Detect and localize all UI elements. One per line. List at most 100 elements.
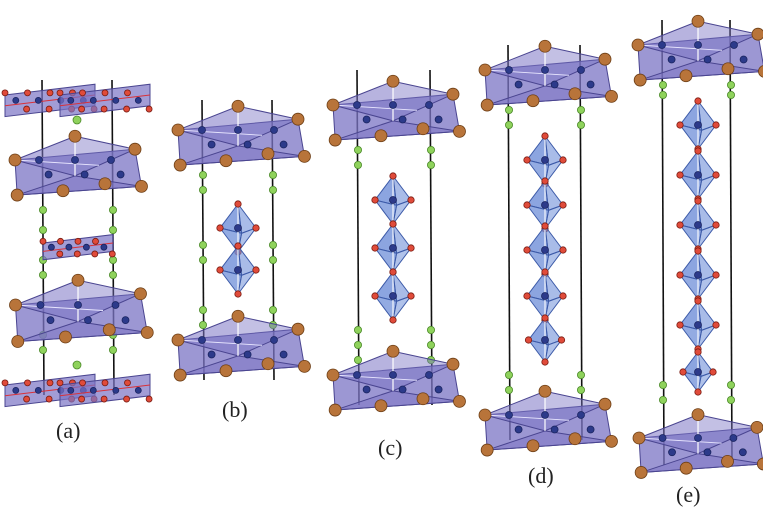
panel-b-slab-upper-metal-atom	[279, 140, 288, 149]
panel-c-spacer-atom	[353, 355, 362, 364]
panel-e-octahedron-5-oxygen-atom	[676, 321, 684, 329]
panel-a-slab-upper-cation-atom	[128, 142, 142, 156]
panel-e-octahedron-6-oxygen-atom	[694, 348, 702, 356]
panel-a-sheet-middle-oxygen-atom	[92, 237, 99, 245]
panel-c-octahedron-2-face-4	[392, 246, 413, 273]
panel-c-slab-upper-metal-atom	[434, 115, 443, 124]
panel-e-octahedron-6-center-atom	[694, 368, 702, 376]
panel-e-slab-lower-metal-atom	[694, 434, 702, 442]
panel-a-spacer-atom	[109, 345, 118, 354]
panel-d-spacer-atom	[504, 121, 513, 130]
panel-d-octahedron-5-face-4	[544, 338, 563, 363]
panel-d-octahedron-4-center-atom	[541, 292, 549, 300]
panel-a-sheet-top-right-oxygen-atom	[56, 89, 64, 97]
panel-a-sheet-bottom-right-oxygen-atom	[100, 395, 108, 403]
panel-c-octahedron-3-oxygen-atom	[389, 316, 397, 324]
panel-d-slab-lower-cation-atom	[526, 439, 540, 453]
panel-e-spacer-atom	[659, 91, 668, 100]
panel-a-sheet-top-left-metal-atom	[12, 97, 20, 104]
panel-d-slab-upper-cation-atom	[480, 98, 494, 112]
panel-c-slab-lower-cation-atom	[446, 357, 460, 371]
panel-b-octahedron-1-face-4	[237, 226, 258, 253]
panel-c-slab-lower-metal-atom	[398, 385, 407, 394]
panel-a-sheet-bottom-right-oxygen-atom	[101, 379, 109, 387]
panel-a-slab-upper-cation-atom	[68, 129, 82, 143]
panel-a-sheet-middle-metal-atom	[48, 243, 55, 251]
panel-a-sheet-bottom-left-oxygen-atom	[24, 379, 31, 387]
panel-e-slab-upper-highlight-2	[637, 44, 723, 51]
panel-a-sheet-top-right-metal-atom	[89, 97, 97, 104]
panel-label-e: (e)	[676, 482, 701, 507]
panel-b-octahedron-2-face-4	[237, 268, 258, 295]
panel-d-slab-lower-highlight-2	[484, 414, 570, 421]
panel-a-sheet-bottom-left-oxygen-atom	[45, 395, 53, 403]
panel-a-sheet-bottom-right-metal-atom	[89, 386, 97, 394]
panel-a-sheet-top-right-oxygen-atom	[145, 105, 153, 113]
panel-d-frame-line	[507, 44, 511, 441]
panel-a-sheet-top-right-oxygen-atom	[124, 89, 131, 97]
panel-a-slab-upper-metal-atom	[44, 170, 53, 179]
panel-a-sheet-bottom-left-metal-atom	[12, 386, 20, 394]
panel-c-spacer-atom	[426, 325, 435, 334]
panel-c-slab-lower-cation-atom	[453, 394, 466, 408]
panel-b-spacer-atom	[198, 240, 207, 249]
panel-a-sheet-top-right-oxygen-atom	[123, 105, 130, 113]
panel-c-slab-upper-metal-atom	[425, 101, 433, 109]
panel-d-octahedron-5-oxygen-atom	[557, 336, 566, 344]
panel-a-sheet-middle-oxygen-atom	[73, 250, 81, 258]
panel-c-spacer-atom	[353, 340, 362, 349]
panel-b-slab-lower-highlight-2	[177, 339, 263, 346]
panel-a-frame-line	[41, 79, 45, 396]
panel-b-slab-lower-cation-atom	[261, 357, 275, 371]
panel-d-spacer-atom	[504, 370, 513, 379]
panel-a-sheet-middle-oxygen-atom	[108, 250, 116, 258]
panel-e-octahedron-2-face-4	[697, 173, 718, 200]
panel-e-octahedron-3-oxygen-atom	[676, 221, 684, 229]
panel-a-sheet-bottom-left-oxygen-atom	[23, 395, 31, 403]
panel-b-spacer-atom	[198, 255, 207, 264]
panel-e-octahedron-1-center-atom	[694, 121, 702, 129]
panel-b-octahedron-2-center-atom	[234, 266, 242, 274]
panel-c-slab-lower-cation-atom	[328, 403, 342, 417]
panel-e-octahedron-4-oxygen-atom	[694, 247, 702, 255]
panel-e-octahedron-2-center-atom	[694, 171, 702, 179]
panel-d-octahedron-1-face-4	[544, 158, 565, 185]
panel-e-octahedron-5-face-4	[697, 323, 718, 350]
panel-a-sheet-middle-oxygen-atom	[57, 237, 64, 245]
panel-d-slab-lower-cation-atom	[568, 432, 582, 446]
panel-a-sheet-bottom-right-oxygen-atom	[56, 379, 64, 387]
panel-c-octahedron-1-face-4	[392, 198, 413, 225]
panel-c-slab-upper-cation-atom	[453, 124, 466, 138]
panel-e-slab-upper-cation-atom	[691, 14, 705, 28]
panel-e-slab-upper-metal-atom	[739, 55, 748, 64]
panel-e-slab-upper-metal-atom	[730, 41, 738, 49]
panel-e-octahedron-3-oxygen-atom	[712, 221, 720, 229]
panel-e-octahedron-2-oxygen-atom	[694, 147, 702, 155]
panel-e-octahedron-4-face-4	[697, 273, 718, 300]
panel-c-octahedron-3-oxygen-atom	[389, 268, 397, 276]
panel-d-slab-upper-cation-atom	[538, 39, 552, 53]
panel-b-octahedron-2-oxygen-atom	[234, 290, 242, 298]
panel-c-slab-upper-cation-atom	[328, 133, 342, 147]
panel-d-slab-upper-metal-atom	[577, 66, 585, 74]
panel-d-slab-upper-cation-atom	[568, 87, 582, 101]
panel-d-slab-upper-highlight-2	[484, 69, 570, 76]
panel-e-octahedron-4-oxygen-atom	[712, 271, 720, 279]
panel-a-slab-lower-metal-atom	[74, 301, 82, 309]
panel-d-octahedron-1-center-atom	[541, 156, 549, 164]
panel-a-spacer-atom	[109, 270, 118, 279]
panel-e-octahedron-5-oxygen-atom	[694, 297, 702, 305]
panel-a-sheet-middle-metal-atom	[83, 243, 90, 251]
panel-b-slab-lower-metal-atom	[234, 336, 242, 344]
panel-b-slab-lower-cation-atom	[171, 333, 185, 347]
panel-d-slab-lower-metal-atom	[577, 411, 585, 419]
panel-a-spacer-atom	[109, 225, 118, 234]
panel-a-slab-upper-metal-atom	[71, 156, 79, 164]
panel-e-spacer-atom	[659, 395, 668, 404]
panel-e-octahedron-3-face-4	[697, 223, 718, 250]
panel-c-slab-upper-cation-atom	[416, 122, 430, 136]
panel-a-sheet-top-left-metal-atom	[34, 97, 42, 104]
panel-d-octahedron-3-oxygen-atom	[559, 246, 567, 254]
panel-d-slab-upper-cation-atom	[598, 52, 612, 66]
panel-d-slab-upper-metal-atom	[550, 80, 559, 89]
